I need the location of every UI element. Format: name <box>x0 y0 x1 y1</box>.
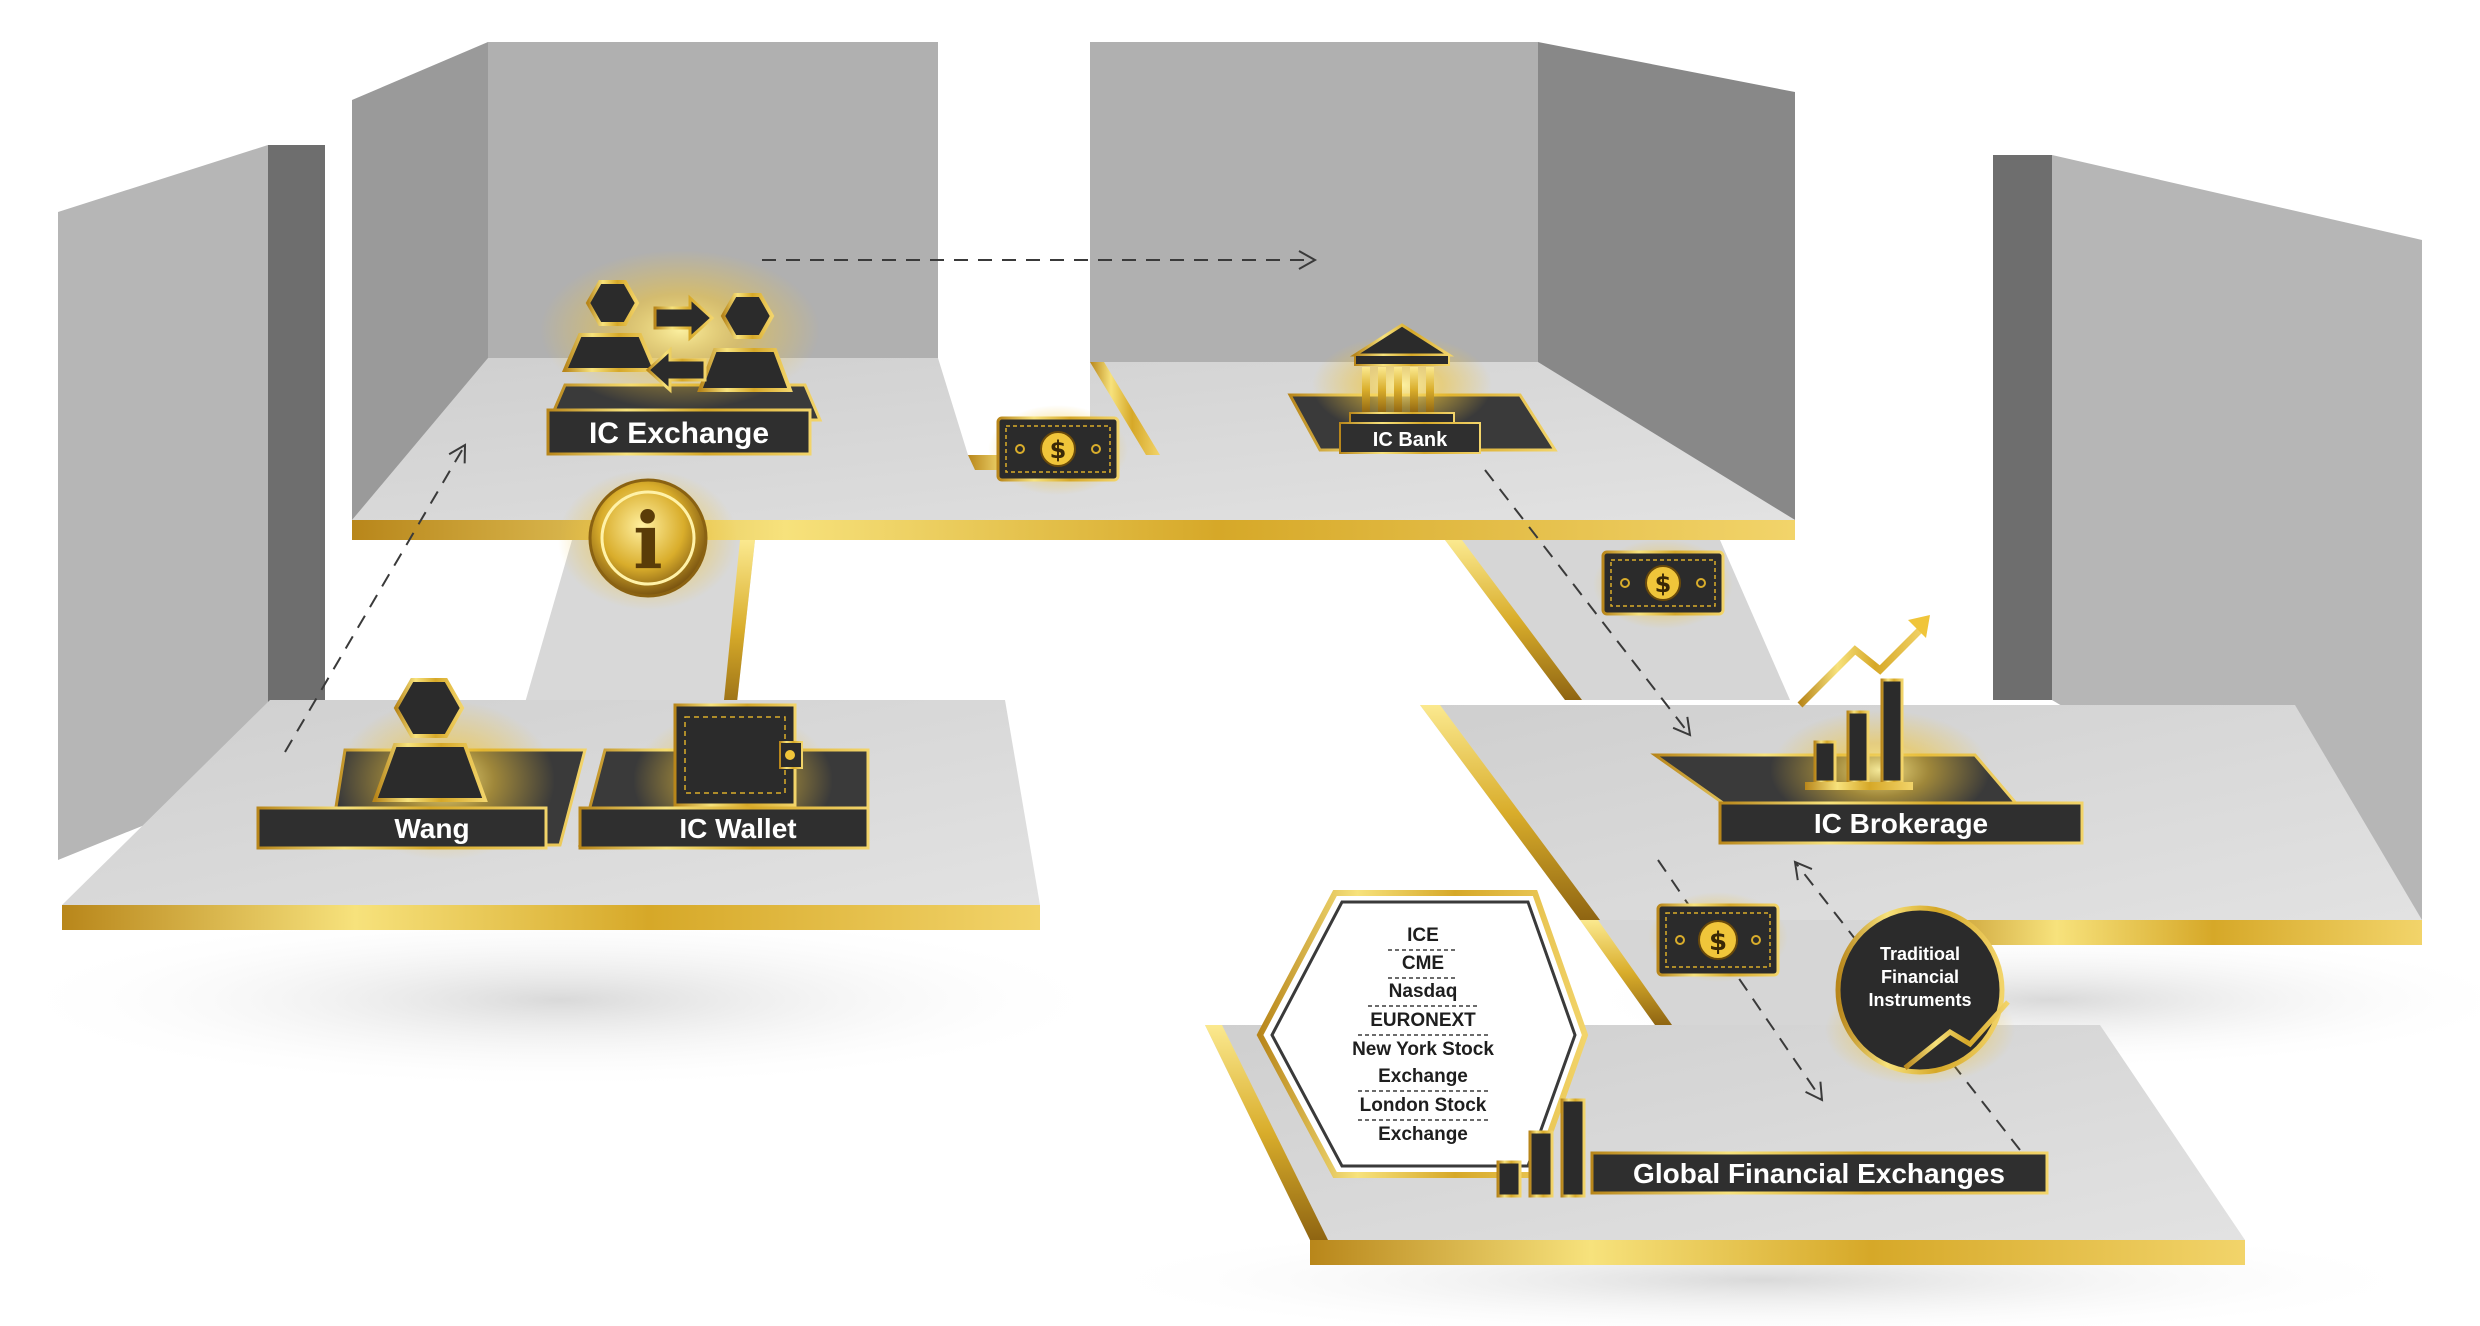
wall-left-face <box>58 145 268 860</box>
ti-circle <box>1835 905 2005 1075</box>
brokerage-side-edge <box>1420 705 1600 920</box>
global-exchanges-label-box <box>1590 1151 2049 1195</box>
exchange-item: London Stock <box>1360 1095 1487 1116</box>
growth-chart-icon <box>1797 615 1930 790</box>
ic-coin-ring <box>600 490 696 586</box>
global-gold-edge <box>1310 1240 2245 1265</box>
floor-shadow <box>0 910 1120 1090</box>
svg-text:$: $ <box>1655 570 1672 598</box>
exchange-item: Exchange <box>1378 1124 1468 1145</box>
wallet-icon <box>673 703 803 807</box>
exchanges-list: ICE CME Nasdaq EURONEXT New York Stock E… <box>1352 925 1494 1145</box>
ic-exchange-node[interactable]: IC Exchange <box>540 250 823 456</box>
user-icon <box>372 678 488 802</box>
wall-upper-right-back <box>1090 42 1538 370</box>
global-side-edge <box>1205 1025 1328 1240</box>
brokerage-glow <box>1770 710 1990 830</box>
ic-bank-label-box <box>1339 422 1481 454</box>
dollar-bill-icon: $ <box>1648 892 1788 982</box>
wang-label: Wang <box>394 813 469 844</box>
ramp-left-edge <box>722 540 755 720</box>
lower-left-gold-edge <box>62 905 1040 930</box>
bank-building-icon <box>1349 323 1455 424</box>
brokerage-gold-edge <box>1900 920 2422 945</box>
ic-coin-glyph: i <box>633 496 663 587</box>
dollar-bill-icon: $ <box>988 405 1128 495</box>
svg-text:$: $ <box>1709 927 1727 957</box>
ic-exchange-label: IC Exchange <box>589 417 769 450</box>
dollar-bill-icon: $ <box>1593 539 1733 629</box>
ic-coin-node[interactable]: i <box>558 470 738 610</box>
ti-trend-icon <box>1903 1000 2010 1070</box>
ramp-lower-right-edge <box>1580 920 1672 1025</box>
ic-bank-node[interactable]: IC Bank <box>1287 323 1558 454</box>
arrow-global-to-brokerage <box>1793 860 2021 1151</box>
ti-line-2: Financial <box>1881 967 1959 987</box>
wall-upper-right-side <box>1538 42 1795 520</box>
ic-brokerage-label: IC Brokerage <box>1814 808 1988 839</box>
ti-line-3: Instruments <box>1868 990 1971 1010</box>
user-exchange-icon <box>561 280 793 394</box>
bar-chart-icon <box>1496 1098 1586 1198</box>
notch-edge <box>1090 362 1160 455</box>
global-exchanges-node[interactable]: ICE CME Nasdaq EURONEXT New York Stock E… <box>1256 890 2049 1198</box>
ti-line-1: Traditioal <box>1880 944 1960 964</box>
exchange-item: EURONEXT <box>1370 1010 1476 1031</box>
wall-left-edge <box>268 145 325 775</box>
arrow-bank-to-brokerage <box>1484 469 1692 737</box>
wang-label-box <box>256 806 548 850</box>
wang-node[interactable]: Wang <box>256 678 587 860</box>
ic-brokerage-node[interactable]: IC Brokerage <box>1650 615 2084 845</box>
ic-coin-icon <box>588 478 708 598</box>
exchange-item: CME <box>1402 953 1444 974</box>
ic-exchange-label-box <box>546 408 812 456</box>
ic-wallet-label-box <box>578 806 870 850</box>
exchange-item: ICE <box>1407 925 1439 946</box>
arrow-wang-to-exchange <box>284 443 467 753</box>
global-exchanges-label: Global Financial Exchanges <box>1633 1158 2005 1189</box>
exchanges-hexagon-inner <box>1270 900 1577 1168</box>
ic-brokerage-label-box <box>1718 801 2084 845</box>
exchange-item: Exchange <box>1378 1066 1468 1087</box>
ramp-right-edge <box>1445 540 1582 700</box>
exchange-item: Nasdaq <box>1389 981 1458 1002</box>
wall-right-edge <box>1993 155 2052 700</box>
ic-wallet-label: IC Wallet <box>679 813 796 844</box>
ic-bank-label: IC Bank <box>1373 429 1448 451</box>
svg-text:$: $ <box>1050 436 1067 464</box>
ic-wallet-node[interactable]: IC Wallet <box>578 703 870 850</box>
exchange-item: New York Stock <box>1352 1039 1494 1060</box>
traditional-instruments-node[interactable]: Traditioal Financial Instruments <box>1825 905 2015 1085</box>
